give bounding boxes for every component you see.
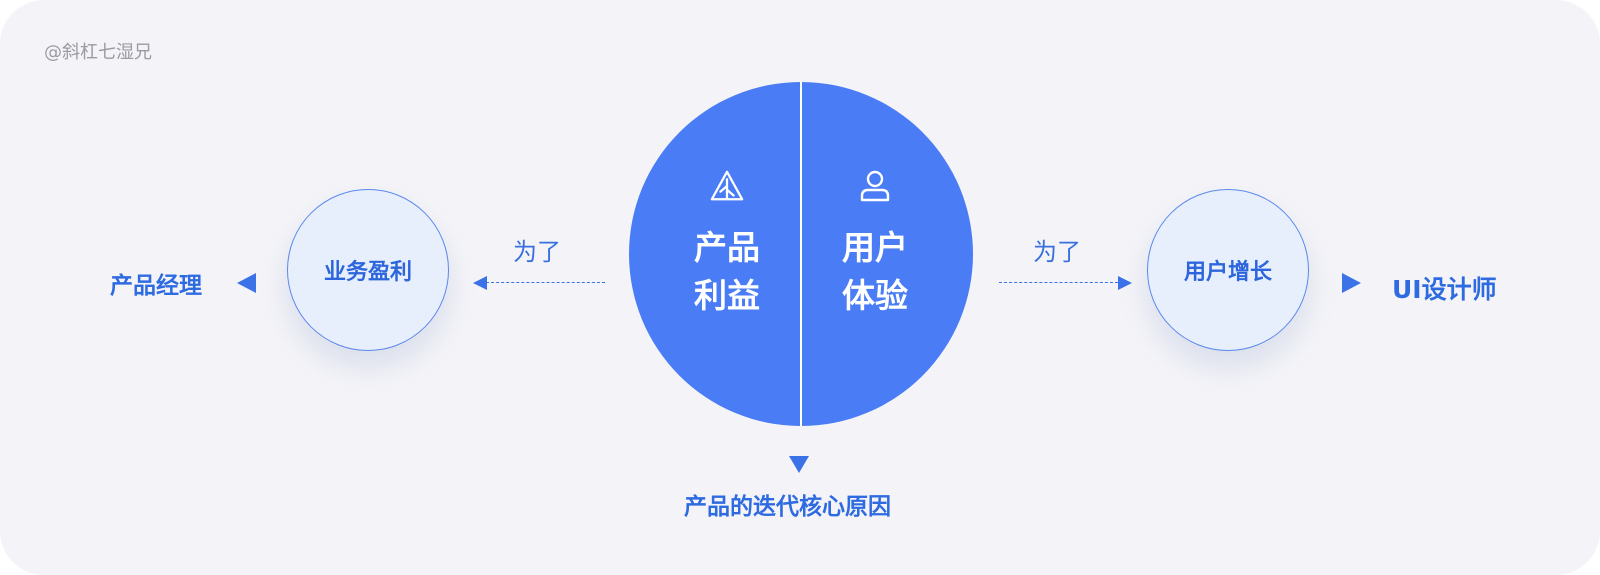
core-reason-label: 产品的迭代核心原因 [684, 494, 891, 520]
left-dashed-arrow [486, 282, 605, 283]
core-divider [800, 82, 802, 426]
tree-icon [709, 168, 745, 204]
left-arrow-head [473, 276, 487, 290]
user-experience-line2: 体验 [842, 276, 908, 315]
user-growth-circle: 用户增长 [1147, 189, 1309, 351]
left-connector-label: 为了 [513, 238, 561, 266]
right-pointer-triangle [1342, 273, 1361, 293]
product-benefit-line2: 利益 [694, 276, 760, 315]
product-benefit-half: 产品 利益 [629, 82, 801, 426]
user-growth-label: 用户增长 [1183, 260, 1272, 285]
business-profit-label: 业务盈利 [323, 260, 412, 285]
ui-designer-label: UI设计师 [1392, 275, 1497, 304]
user-experience-line1: 用户 [842, 228, 908, 267]
product-benefit-line1: 产品 [694, 228, 760, 267]
user-experience-half: 用户 体验 [801, 82, 973, 426]
down-pointer-triangle [789, 456, 809, 473]
right-connector-label: 为了 [1033, 238, 1081, 266]
user-icon [857, 168, 893, 204]
right-arrow-head [1118, 276, 1132, 290]
business-profit-circle: 业务盈利 [287, 189, 449, 351]
watermark: @斜杠七湿兄 [44, 42, 152, 63]
right-dashed-arrow [999, 282, 1118, 283]
left-pointer-triangle [237, 273, 256, 293]
core-circle: 产品 利益 用户 体验 [629, 82, 973, 426]
product-manager-label: 产品经理 [110, 273, 202, 299]
